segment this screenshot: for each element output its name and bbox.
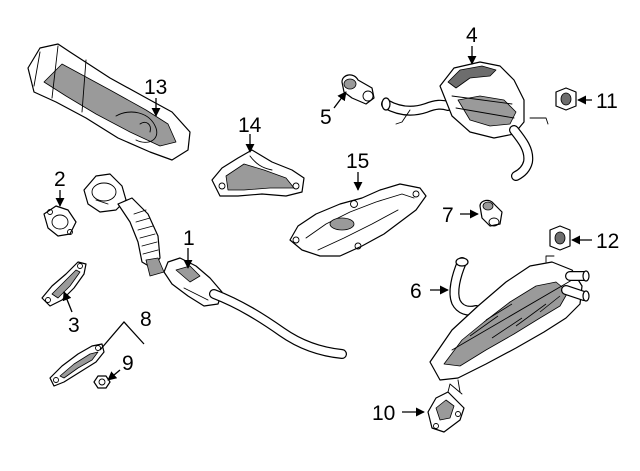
callout-13: 13 <box>144 76 167 99</box>
leader-9 <box>107 369 121 381</box>
leader-3 <box>62 291 73 313</box>
callout-7: 7 <box>442 204 454 227</box>
leader-lines <box>55 46 592 417</box>
callout-14: 14 <box>238 114 262 137</box>
callout-5: 5 <box>320 106 332 129</box>
callout-4: 4 <box>466 24 478 47</box>
callout-6: 6 <box>410 280 422 303</box>
callout-12: 12 <box>596 230 619 253</box>
callout-9: 9 <box>122 352 134 375</box>
part-13-heat-shield[interactable] <box>27 43 191 161</box>
part-10-bracket[interactable] <box>427 383 465 433</box>
callout-2: 2 <box>54 168 66 191</box>
part-12-insulator[interactable] <box>549 225 571 251</box>
callout-8: 8 <box>140 308 152 331</box>
part-3-bracket[interactable] <box>41 261 87 307</box>
callout-15: 15 <box>346 150 369 173</box>
leader-5 <box>333 91 347 109</box>
part-7-clamp[interactable] <box>479 199 503 227</box>
callout-1: 1 <box>183 227 195 250</box>
callout-11: 11 <box>596 90 618 113</box>
part-11-insulator[interactable] <box>555 87 577 111</box>
part-8-hanger-bracket[interactable] <box>49 343 105 387</box>
part-1-front-pipe-catalytic-converter[interactable] <box>83 173 347 359</box>
callout-10: 10 <box>372 402 395 425</box>
part-5-clamp[interactable] <box>341 74 375 105</box>
leader-8 <box>99 321 145 351</box>
part-14-heat-shield[interactable] <box>211 149 305 197</box>
part-9-nut[interactable] <box>93 375 111 389</box>
callout-labels: 1 2 3 4 5 6 7 8 9 10 11 12 13 14 15 <box>54 24 619 425</box>
part-15-shield-plate[interactable] <box>289 183 427 257</box>
part-6-intermediate-muffler[interactable] <box>429 255 590 393</box>
callout-3: 3 <box>68 314 80 337</box>
part-4-rear-muffler[interactable] <box>381 61 549 181</box>
part-2-gasket[interactable] <box>43 205 77 237</box>
